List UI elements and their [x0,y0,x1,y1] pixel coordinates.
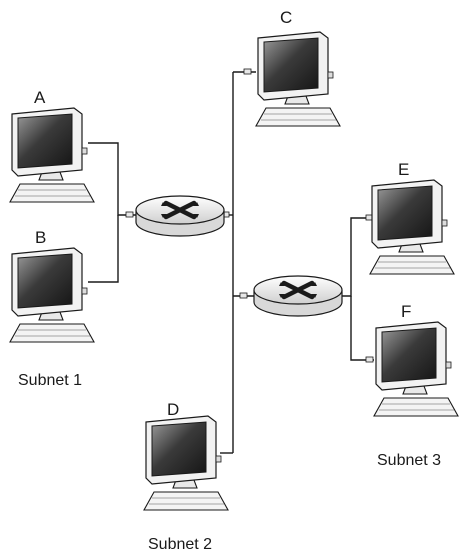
link-f-subnet3 [350,296,374,361]
host-label-a: A [34,88,46,107]
computer-a-icon [9,107,95,203]
host-label-f: F [401,302,412,321]
host-label-c: C [280,8,293,27]
link-router-2-subnet3 [340,217,374,297]
network-links [88,71,374,454]
subnet-label-1: Subnet 1 [18,372,83,389]
subnet-label-3: Subnet 3 [377,452,442,469]
subnet-label-2: Subnet 2 [148,536,213,553]
router-icon [254,276,342,316]
host-label-b: B [35,228,47,247]
host-label-d: D [167,400,180,419]
computer-f-icon [373,321,459,417]
link-b-router-1 [88,215,119,283]
computer-e-icon [369,179,455,275]
link-a-router-1 [88,142,138,216]
router-icon [136,196,224,236]
host-label-e: E [398,160,410,179]
computer-d-icon [143,415,229,511]
computer-b-icon [9,247,95,343]
computer-c-icon [255,31,341,127]
